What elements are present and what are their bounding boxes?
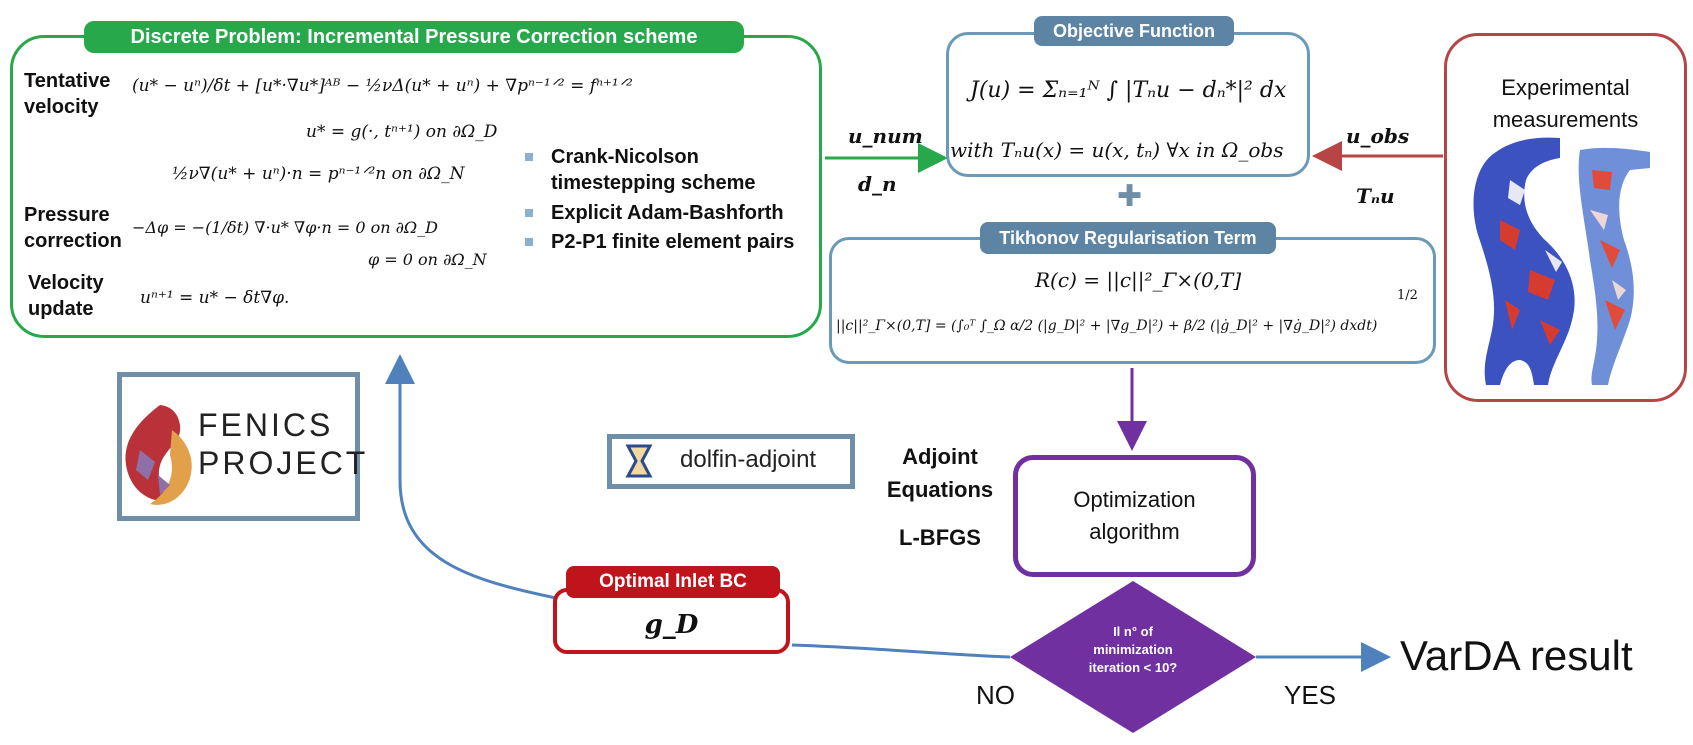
bullet-p2-p1: P2-P1 finite element pairs: [525, 229, 811, 255]
tentative-eq-2: u* = g(·, tⁿ⁺¹) on ∂Ω_D: [306, 122, 498, 142]
objective-eq-2: with Tₙu(x) = u(x, tₙ) ∀x in Ω_obs: [950, 138, 1284, 162]
velocity-update-label: Velocity update: [28, 272, 104, 320]
pressure-correction-label: Pressure correction: [24, 204, 122, 252]
inlet-bc-symbol: g_D: [644, 610, 699, 640]
fenics-logo-line1: FENICS: [198, 407, 334, 443]
tikhonov-exponent: 1/2: [1397, 288, 1418, 303]
discrete-problem-box: [10, 35, 822, 338]
arrow-no-to-inlet: [791, 643, 1011, 659]
objective-function-box: [946, 32, 1310, 177]
decision-yes-label: YES: [1284, 680, 1337, 710]
velocity-eq: uⁿ⁺¹ = u* − δt∇φ.: [140, 288, 290, 308]
optimization-line1: Optimization: [1073, 487, 1196, 512]
vardaresult-label: VarDA result: [1400, 632, 1633, 679]
discrete-problem-title: Discrete Problem: Incremental Pressure C…: [84, 21, 744, 53]
bullet-adam-bashforth: Explicit Adam-Bashforth: [525, 200, 791, 226]
decision-line3: iteration < 10?: [1088, 660, 1178, 675]
lbfgs-label: L-BFGS: [899, 525, 981, 550]
adjoint-line2: Equations: [886, 477, 994, 502]
aorta-left-image: [1473, 137, 1575, 385]
bullet-crank-nicolson: Crank-Nicolson timestepping scheme: [525, 144, 781, 196]
label-u-num: u_num: [848, 124, 923, 148]
experimental-title-line2: measurements: [1492, 107, 1639, 132]
objective-eq-1: J(u) = Σₙ₌₁ᴺ ∫ |Tₙu − dₙ*|² dx: [970, 78, 1287, 103]
decision-line1: Il n° of: [1113, 624, 1153, 639]
plus-icon: ✚: [1117, 179, 1143, 214]
inlet-bc-title: Optimal Inlet BC: [566, 566, 780, 598]
label-u-obs: u_obs: [1346, 124, 1410, 148]
optimization-box: [1013, 455, 1256, 577]
dolfin-adjoint-box: [607, 434, 855, 489]
experimental-title-line1: Experimental: [1501, 75, 1630, 100]
optimization-line2: algorithm: [1089, 519, 1180, 544]
arrow-inlet-to-discrete: [385, 354, 557, 600]
pressure-eq-2: φ = 0 on ∂Ω_N: [368, 250, 487, 269]
fenics-logo-line2: PROJECT: [198, 445, 369, 481]
label-d-n: d_n: [858, 172, 897, 196]
tentative-eq-1: (u* − uⁿ)/δt + [u*·∇u*]ᴬᴮ − ½νΔ(u* + uⁿ)…: [132, 76, 633, 96]
dolfin-adjoint-label: dolfin-adjoint: [680, 446, 817, 473]
decision-line2: minimization: [1093, 642, 1173, 657]
label-tn-u: Tₙu: [1356, 184, 1395, 208]
tikhonov-eq-1: R(c) = ||c||²_Γ×(0,T]: [1035, 268, 1242, 292]
tentative-eq-3: ½ν∇(u* + uⁿ)·n = pⁿ⁻¹ᐟ²n on ∂Ω_N: [172, 164, 465, 184]
aorta-right-image: [1578, 147, 1650, 385]
decision-no-label: NO: [976, 680, 1015, 710]
tikhonov-eq-2: ||c||²_Γ×(0,T] = (∫₀ᵀ ∫_Ω α/2 (|g_D|² + …: [836, 318, 1378, 334]
tikhonov-title: Tikhonov Regularisation Term: [980, 222, 1276, 254]
pressure-eq-1: −Δφ = −(1/δt) ∇·u* ∇φ·n = 0 on ∂Ω_D: [132, 218, 438, 237]
objective-function-title: Objective Function: [1034, 16, 1234, 46]
adjoint-line1: Adjoint: [902, 444, 978, 469]
tentative-velocity-label: Tentative velocity: [24, 70, 111, 118]
